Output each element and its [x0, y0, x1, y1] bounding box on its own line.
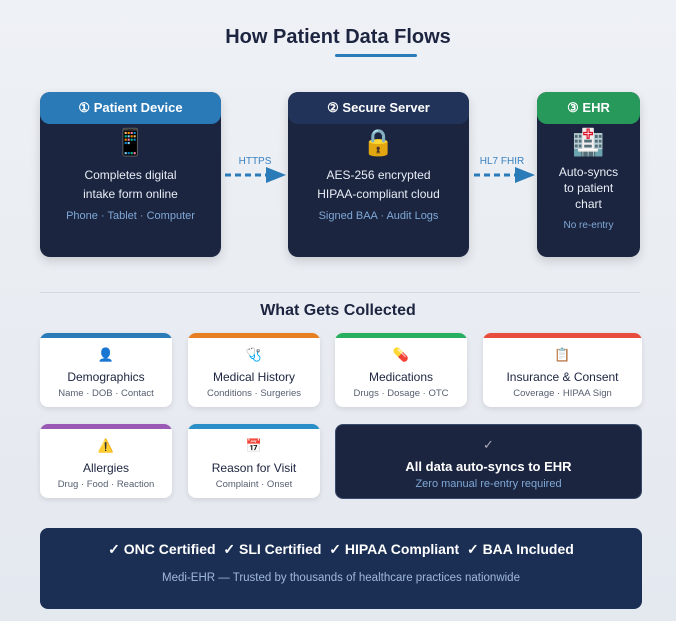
card-title: Medical History: [212, 370, 296, 384]
step-text: Completes digital: [84, 168, 177, 182]
page-title: How Patient Data Flows: [225, 26, 451, 48]
step-sub: Signed BAA · Audit Logs: [318, 210, 439, 222]
step-text: chart: [575, 197, 602, 211]
step-text: AES-256 encrypted: [326, 168, 431, 182]
flow-step-patient-device: ① Patient Device 📱 Completes digital inta…: [40, 92, 221, 257]
card-sub: Drug · Food · Reaction: [57, 479, 155, 490]
tagline: Medi-EHR — Trusted by thousands of healt…: [162, 572, 520, 584]
card-reason-for-visit: 📅 Reason for Visit Complaint · Onset: [188, 424, 320, 498]
card-medical-history: 🩺 Medical History Conditions · Surgeries: [188, 333, 320, 407]
divider: [40, 292, 640, 293]
card-medications: 💊 Medications Drugs · Dosage · OTC: [335, 333, 467, 407]
certification-banner: ✓ ONC Certified ✓ SLI Certified ✓ HIPAA …: [40, 528, 642, 609]
calendar-icon: 📅: [245, 438, 263, 453]
card-color-bar: [188, 424, 320, 429]
card-color-bar: [483, 333, 642, 338]
hospital-icon: 🏥: [572, 127, 605, 157]
title-underline: [335, 54, 417, 57]
card-title: Demographics: [67, 370, 145, 384]
sync-sub: Zero manual re-entry required: [415, 478, 562, 490]
pill-icon: 💊: [392, 347, 410, 362]
lock-icon: 🔒: [362, 127, 395, 157]
arrow-icon: [474, 167, 535, 183]
flow-step-ehr: ③ EHR 🏥 Auto-syncs to patient chart No re-…: [537, 92, 640, 257]
tablet-icon: 📱: [114, 127, 147, 157]
card-sub: Complaint · Onset: [215, 479, 293, 490]
card-color-bar: [188, 333, 320, 338]
step-text: to patient: [563, 181, 614, 195]
step-text: Auto-syncs: [558, 165, 619, 179]
step-header: ③ EHR: [537, 92, 640, 124]
arrow-label-https: HTTPS: [238, 156, 272, 167]
step-sub: Phone · Tablet · Computer: [66, 210, 195, 222]
card-sub: Coverage · HIPAA Sign: [513, 388, 612, 399]
card-sub: Conditions · Surgeries: [207, 388, 301, 399]
arrow-label-hl7: HL7 FHIR: [479, 156, 525, 167]
arrow-icon: [225, 167, 286, 183]
stethoscope-icon: 🩺: [245, 347, 263, 362]
sync-summary-card: ✓ All data auto-syncs to EHR Zero manual…: [335, 424, 642, 499]
warning-icon: ⚠️: [97, 438, 115, 453]
card-insurance-consent: 📋 Insurance & Consent Coverage · HIPAA S…: [483, 333, 642, 407]
step-text: intake form online: [83, 187, 178, 201]
person-icon: 👤: [97, 347, 115, 362]
card-title: Insurance & Consent: [506, 370, 619, 384]
card-title: Medications: [368, 370, 434, 384]
card-color-bar: [335, 333, 467, 338]
card-title: Allergies: [82, 461, 130, 475]
card-title: Reason for Visit: [211, 461, 297, 475]
card-color-bar: [40, 333, 172, 338]
step-header: ② Secure Server: [288, 92, 469, 124]
step-text: HIPAA-compliant cloud: [317, 187, 440, 201]
step-header: ① Patient Device: [40, 92, 221, 124]
card-color-bar: [40, 424, 172, 429]
card-sub: Drugs · Dosage · OTC: [353, 388, 449, 399]
certifications: ✓ ONC Certified ✓ SLI Certified ✓ HIPAA …: [108, 541, 574, 557]
clipboard-icon: 📋: [554, 347, 571, 362]
card-sub: Name · DOB · Contact: [58, 388, 154, 399]
sync-title: All data auto-syncs to EHR: [405, 459, 572, 474]
check-icon: ✓: [483, 437, 494, 452]
card-allergies: ⚠️ Allergies Drug · Food · Reaction: [40, 424, 172, 498]
section-title: What Gets Collected: [260, 302, 416, 319]
card-demographics: 👤 Demographics Name · DOB · Contact: [40, 333, 172, 407]
step-sub: No re-entry: [563, 220, 614, 231]
